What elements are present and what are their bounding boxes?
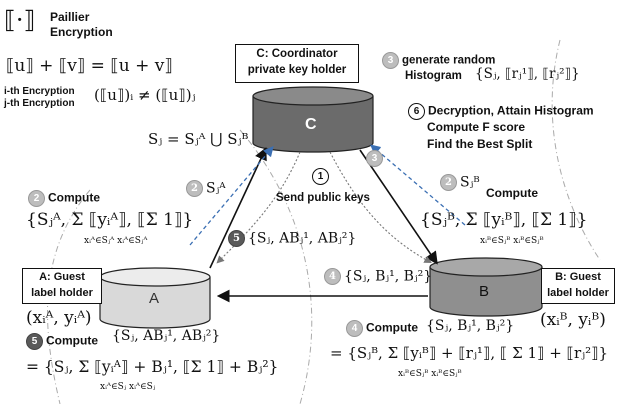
step6-line3: Find the Best Split [427,137,533,151]
divider-line-center [239,129,313,404]
arrow-c-to-b [359,149,438,265]
step2-left-equation: {Sⱼᴬ, Σ ⟦yᵢᴬ⟧, ⟦Σ 1⟧} [26,210,194,230]
step2-right-subscripts: xᵢᴮ∈Sⱼᴮ xᵢᴮ∈Sⱼᴮ [480,236,544,246]
arrow-a-to-c-blue [189,146,274,246]
jth-encryption-label: j-th Encryption [4,98,75,109]
step-2-left-arrow-badge: 2 [186,180,203,197]
cylinder-b-label: B [479,283,490,300]
arrow-b-to-c-blue [370,144,466,226]
step-3-badge: 3 [382,52,399,69]
step5-result-subscripts: xᵢᴬ∈Sⱼ xᵢᴬ∈Sⱼ [100,382,156,392]
cylinder-b-shape [429,257,543,317]
guest-b-title: B: Guest [555,271,601,283]
step5-arrow-label: 5{Sⱼ, ABⱼ¹, ABⱼ²} [228,230,356,247]
step-4-badge: 4 [346,320,363,337]
guest-b-subtitle: label holder [547,287,609,299]
step-3-arrow-badge: 3 [366,150,386,168]
ith-encryption-label: i-th Encryption [4,86,75,97]
step-5-badge: 5 [26,333,43,350]
step-4-arrow-badge: 4 [324,268,341,285]
coordinator-subtitle: private key holder [247,64,347,76]
cylinder-c-label: C [305,116,317,133]
step-6-badge: 6 [408,103,425,120]
coordinator-title: C: Coordinator [256,48,338,60]
guest-a-data: (xᵢᴬ, yᵢᴬ) [26,308,92,328]
step4-result-equation: = {Sⱼᴮ, Σ ⟦yᵢᴮ⟧ + ⟦rⱼ¹⟧, ⟦ Σ 1⟧ + ⟦rⱼ²⟧} [330,344,609,362]
step5-result-equation: = {Sⱼ, Σ ⟦yᵢᴬ⟧ + Bⱼ¹, ⟦Σ 1⟧ + Bⱼ²} [26,358,279,376]
step4-arrow-label: 4{Sⱼ, Bⱼ¹, Bⱼ²} [324,268,432,285]
paillier-label-line1: Paillier [50,10,90,24]
step-2-left-badge: 2 [28,190,45,207]
guest-b-box: B: Guest label holder [541,268,615,304]
step6-line2: Compute F score [427,120,526,134]
paillier-label-line2: Encryption [50,25,113,39]
step2-right-compute-label: Compute [486,186,538,200]
guest-b-data: (xᵢᴮ, yᵢᴮ) [540,310,606,330]
homomorphic-equation: ⟦u⟧ + ⟦v⟧ = ⟦u + v⟧ [6,56,173,76]
divider-line-right [551,39,601,261]
step4-result-subscripts: xᵢᴮ∈Sⱼᴮ xᵢᴮ∈Sⱼᴮ [398,369,462,379]
step2-left-subscripts: xᵢᴬ∈Sⱼᴬ xᵢᴬ∈Sⱼᴬ [84,236,148,246]
cylinder-c-shape [252,86,374,153]
step3-text-line2: Histogram [405,70,462,82]
guest-a-box: A: Guest label holder [22,268,102,304]
step5-equation: {Sⱼ, ABⱼ¹, ABⱼ²} [112,328,221,344]
step-1-badge-wrap: 1 [312,168,332,186]
coordinator-box: C: Coordinator private key holder [235,44,359,83]
union-equation: Sⱼ = Sⱼᴬ ⋃ Sⱼᴮ [148,130,249,148]
guest-a-subtitle: label holder [31,287,93,299]
paillier-bracket-symbol: ⟦·⟧ [4,6,36,34]
arrow-c-to-a-dotted [216,151,301,264]
step-1-badge: 1 [312,168,329,186]
cylinder-a-shape [99,267,211,329]
ij-encryption-equation: (⟦u⟧)ᵢ ≠ (⟦u⟧)ⱼ [94,86,196,104]
arrow-c-to-b-dotted [329,151,432,264]
cylinder-a-label: A [149,290,160,307]
step-2-right-arrow-badge: 2 [440,174,457,191]
arrow-a-to-c [209,147,267,269]
step4-equation: {Sⱼ, Bⱼ¹, Bⱼ²} [426,318,515,334]
guest-a-title: A: Guest [39,271,85,283]
step3-histogram-equation: {Sⱼ, ⟦rⱼ¹⟧, ⟦rⱼ²⟧} [475,66,580,82]
step2-right-equation: {Sⱼᴮ, Σ ⟦yᵢᴮ⟧, ⟦Σ 1⟧} [420,210,588,230]
step-5-arrow-badge: 5 [228,230,245,247]
send-public-keys-label: Send public keys [276,192,370,204]
